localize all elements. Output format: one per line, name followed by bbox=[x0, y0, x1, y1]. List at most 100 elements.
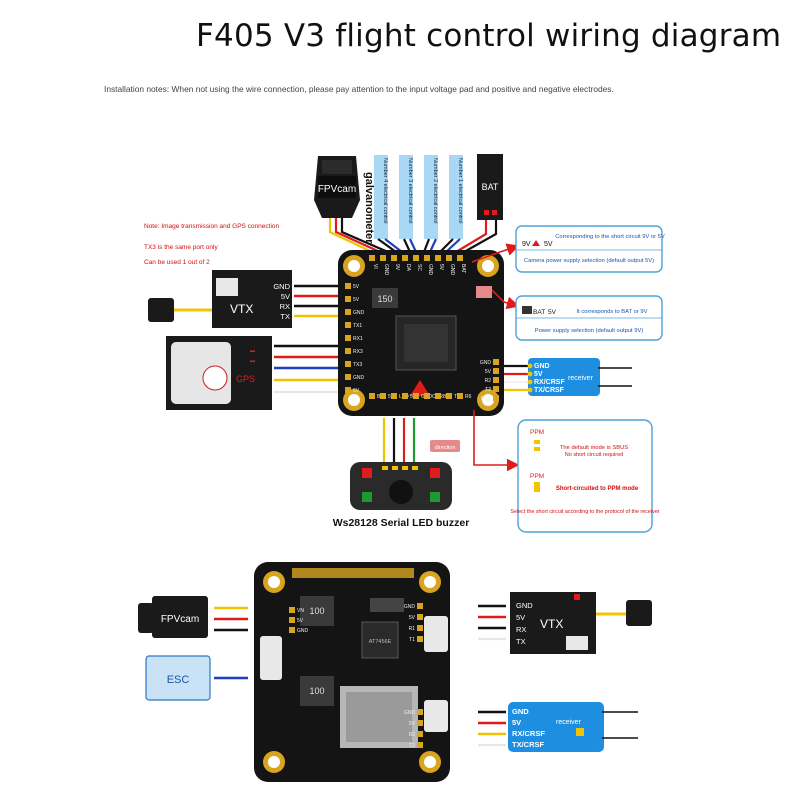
top-receiver-pin-5v: 5V bbox=[534, 371, 543, 378]
motor-label-1: Number 1 electrical control bbox=[457, 158, 463, 223]
top-board-pad-top-label: BAT bbox=[460, 264, 466, 273]
top-board-pad-left-pad bbox=[345, 309, 351, 315]
bottom-board-pad-right-label: 5V bbox=[409, 615, 416, 621]
bottom-receiver-wires bbox=[478, 710, 506, 747]
camera-callout-line2: Camera power supply selection (default o… bbox=[524, 258, 654, 264]
top-board-pad-right-pad bbox=[493, 359, 499, 365]
top-vtx-pin-5v: 5V bbox=[281, 292, 290, 301]
top-board-pad-top-label: 9V bbox=[394, 264, 400, 271]
top-flight-controller: 150 bbox=[338, 250, 504, 416]
bottom-board-pad-right-label: GND bbox=[404, 604, 416, 610]
bottom-vtx-pin-5v: 5V bbox=[516, 613, 525, 622]
top-receiver: GND 5V RX/CRSF TX/CRSF receiver bbox=[527, 358, 632, 396]
camera-power-callout: 9V 5V Corresponding to the short circuit… bbox=[515, 225, 665, 273]
camera-callout-v-right: 5V bbox=[544, 241, 553, 248]
top-board-pad-top-pad bbox=[446, 255, 452, 261]
bottom-board-pad-right2-pad bbox=[417, 742, 423, 748]
top-board-pad-top-label: SC bbox=[416, 264, 422, 271]
top-board-pad-left-pad bbox=[345, 348, 351, 354]
motor-label-2: Number 2 electrical control bbox=[432, 158, 438, 223]
top-board-pad-top-pad bbox=[369, 255, 375, 261]
top-board-pad-top-pad bbox=[457, 255, 463, 261]
top-board-pads-bottom: B25VLED5VGNDCURBATT6R6 bbox=[369, 393, 472, 400]
top-board-pad-top-label: VI bbox=[372, 264, 378, 269]
top-board-pad-bottom-pad bbox=[424, 393, 430, 399]
top-board-pad-left-label: GND bbox=[353, 375, 365, 381]
top-board-pad-left-label: TX3 bbox=[353, 362, 362, 368]
power-callout-line1: It corresponds to BAT or 9V bbox=[577, 309, 648, 315]
bottom-vtx: GND 5V RX TX VTX bbox=[510, 592, 652, 654]
top-board-pad-left-label: 5V bbox=[353, 297, 360, 303]
power-callout-v-left: BAT bbox=[533, 309, 545, 316]
bottom-ic1-label: 100 bbox=[309, 606, 324, 616]
bottom-flight-controller: 100 100 AT7456E bbox=[254, 562, 450, 782]
top-vtx-pin-tx: TX bbox=[280, 312, 290, 321]
svg-text:▬: ▬ bbox=[250, 348, 255, 354]
top-board-pad-left-pad bbox=[345, 335, 351, 341]
led-buzzer-caption: Ws28128 Serial LED buzzer bbox=[333, 517, 470, 529]
bottom-receiver-pin-rx: RX/CRSF bbox=[512, 729, 545, 738]
top-board-pad-right-label: T2 bbox=[485, 387, 491, 393]
top-vtx-wires bbox=[294, 284, 338, 318]
top-board-pad-left-pad bbox=[345, 283, 351, 289]
bottom-receiver-pin-tx: TX/CRSF bbox=[512, 740, 545, 749]
top-board-pad-bottom-pad bbox=[413, 393, 419, 399]
top-vtx-pin-rx: RX bbox=[280, 302, 290, 311]
bottom-receiver: GND 5V RX/CRSF TX/CRSF receiver bbox=[508, 702, 638, 752]
bottom-vtx-title: VTX bbox=[540, 617, 563, 631]
ppm-line4: Select the short circuit according to th… bbox=[510, 509, 659, 515]
top-board-pad-top-label: DA bbox=[405, 264, 411, 272]
bottom-board-pad-right-label: T1 bbox=[409, 637, 415, 643]
top-board-pad-left-label: RX1 bbox=[353, 336, 363, 342]
top-board-pad-top-label: GND bbox=[383, 264, 389, 276]
top-board-pad-left-label: RX3 bbox=[353, 349, 363, 355]
top-board-chip-label: 150 bbox=[377, 294, 392, 304]
gps-module: GPS ▬ ▬ bbox=[166, 336, 272, 410]
bottom-chip-label: AT7456E bbox=[369, 639, 392, 645]
ppm-line2: No short circuit required bbox=[565, 452, 623, 458]
top-board-pad-top-label: GND bbox=[449, 264, 455, 276]
bat-connector: BAT bbox=[477, 154, 503, 220]
power-supply-callout: BAT 5V It corresponds to BAT or 9V Power… bbox=[515, 295, 663, 341]
bottom-board-pad-left-pad bbox=[289, 607, 295, 613]
bottom-board-pad-right2-label: T2 bbox=[409, 743, 415, 749]
top-board-pad-right-pad bbox=[493, 395, 499, 401]
installation-note: Installation notes: When not using the w… bbox=[104, 84, 614, 94]
side-note: Note: Image transmission and GPS connect… bbox=[144, 223, 280, 266]
svg-text:▬: ▬ bbox=[250, 358, 255, 364]
top-receiver-pin-gnd: GND bbox=[534, 363, 550, 370]
bottom-board-pad-right2-label: GND bbox=[404, 710, 416, 716]
top-board-pad-left-pad bbox=[345, 374, 351, 380]
bottom-ic2-label: 100 bbox=[309, 686, 324, 696]
top-vtx: VTX GND 5V RX TX bbox=[148, 270, 292, 328]
bottom-board-pad-right2-pad bbox=[417, 720, 423, 726]
top-board-pad-right-label: R2 bbox=[485, 378, 492, 384]
power-callout-v-right: 5V bbox=[548, 309, 557, 316]
page-title: F405 V3 flight control wiring diagram bbox=[196, 18, 782, 54]
motor-label-4: Number 4 electrical control bbox=[382, 158, 388, 223]
bottom-fpv-wires bbox=[214, 606, 248, 632]
motor-label-3: Number 3 electrical control bbox=[407, 158, 413, 223]
top-board-pad-left-pad bbox=[345, 322, 351, 328]
bottom-receiver-label: receiver bbox=[556, 719, 582, 726]
top-board-pad-left-label: TX1 bbox=[353, 323, 362, 329]
esc-label: ESC bbox=[167, 674, 190, 686]
top-receiver-label: receiver bbox=[568, 375, 594, 382]
motor-strips: Number 4 electrical control Number 3 ele… bbox=[374, 155, 463, 239]
bottom-board-pad-right2-label: R2 bbox=[409, 732, 416, 738]
bottom-receiver-pin-gnd: GND bbox=[512, 707, 529, 716]
ppm-label-1: PPM bbox=[530, 429, 544, 436]
top-board-pad-top-label: GND bbox=[427, 264, 433, 276]
bottom-board-pad-right2-pad bbox=[417, 709, 423, 715]
bottom-receiver-pin-5v: 5V bbox=[512, 718, 521, 727]
bottom-board-pad-left-pad bbox=[289, 617, 295, 623]
top-fpv-label: FPVcam bbox=[318, 184, 356, 195]
bottom-board-pad-left-pad bbox=[289, 627, 295, 633]
bottom-board-pad-right2-label: 5V bbox=[409, 721, 416, 727]
bottom-board-pad-left-label: 5V bbox=[297, 618, 304, 624]
